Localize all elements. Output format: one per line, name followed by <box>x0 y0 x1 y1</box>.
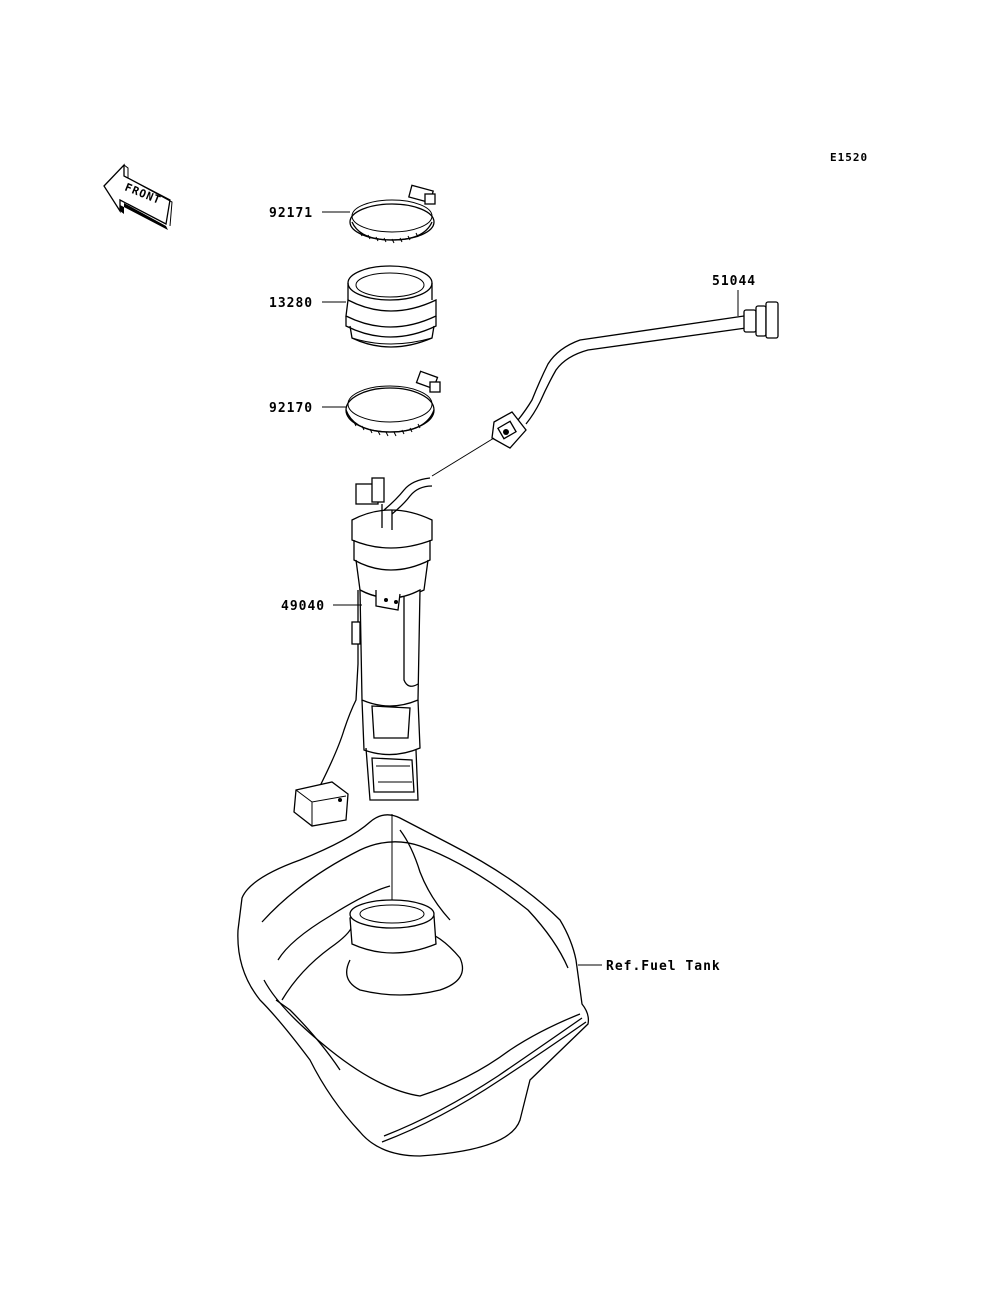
part-label-13280: 13280 <box>269 296 313 311</box>
part-label-49040: 49040 <box>281 599 325 614</box>
part-label-51044: 51044 <box>712 274 756 289</box>
clamp-92170 <box>345 370 441 437</box>
part-label-92171: 92171 <box>269 206 313 221</box>
diagram-code: E1520 <box>830 151 868 164</box>
hose-connection-line <box>431 437 495 477</box>
part-label-92170: 92170 <box>269 401 313 416</box>
clamp-92171 <box>349 184 436 244</box>
fuel-pump-49040 <box>293 477 433 827</box>
hose-51044 <box>491 301 779 449</box>
fuel-tank-reference <box>237 814 590 1157</box>
reference-label-fuel-tank: Ref.Fuel Tank <box>606 959 721 974</box>
boot-13280 <box>345 265 437 348</box>
front-direction-arrow: FRONT <box>103 163 173 230</box>
